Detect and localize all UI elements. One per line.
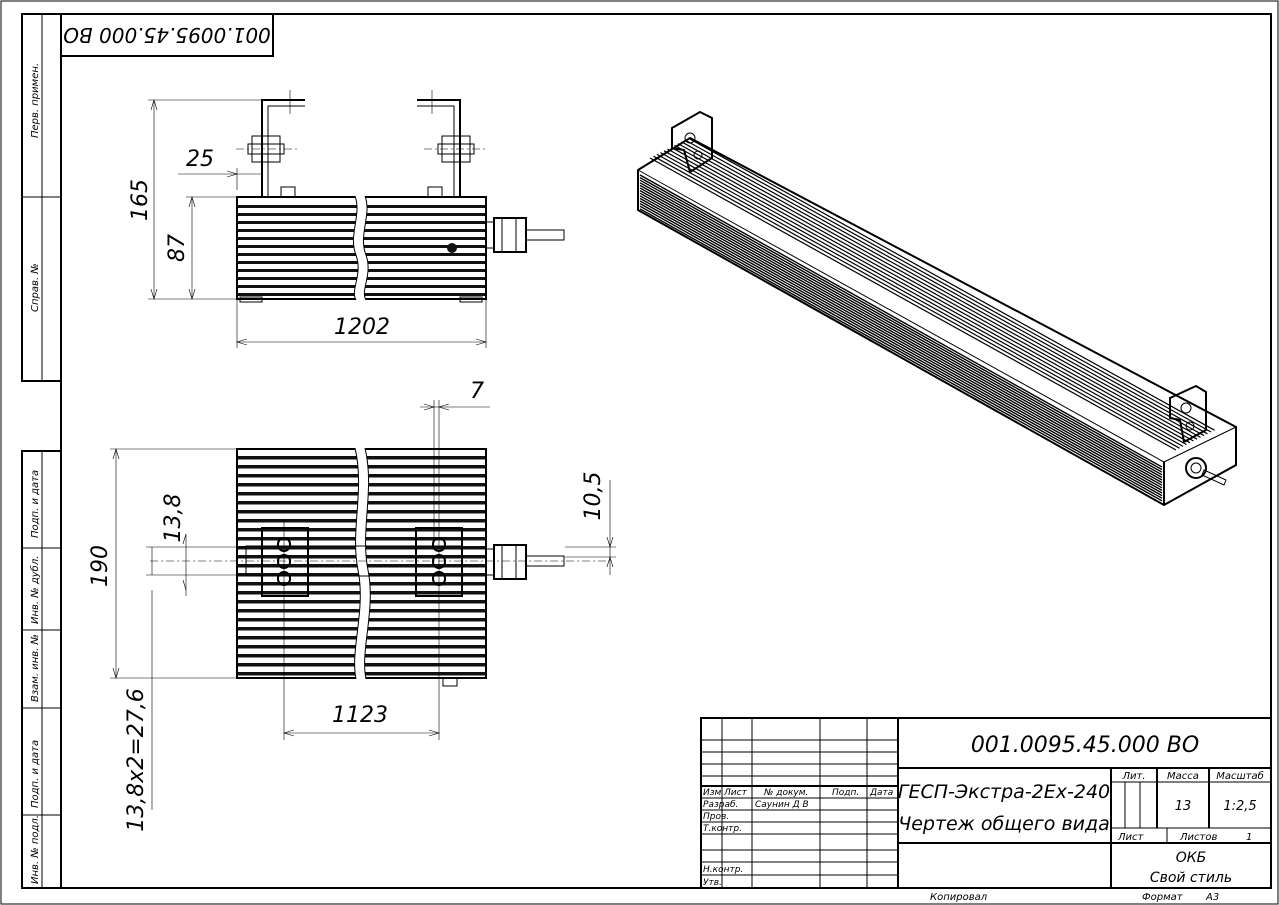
heatsink-fin <box>639 184 1163 479</box>
heatsink-fin <box>639 176 1163 471</box>
tb-hdr-izm: Изм <box>703 788 722 798</box>
tb-hdr-docnum: № докум. <box>763 788 808 798</box>
copied-label: Копировал <box>930 892 988 903</box>
tb-role-prov: Пров. <box>703 812 729 822</box>
side-vzam-inv: Взам. инв. № <box>30 634 41 702</box>
heatsink-fin <box>684 139 1212 433</box>
heatsink-fin <box>639 179 1163 473</box>
heatsink-fin <box>639 208 1163 502</box>
isometric-view <box>637 110 1237 507</box>
tb-scale: 1:2,5 <box>1223 799 1256 814</box>
heatsink-fin <box>660 152 1187 446</box>
tb-product-name: ГЕСП-Экстра-2Ex-240 <box>898 781 1110 803</box>
format-value: А3 <box>1205 892 1219 903</box>
tb-org-line1: ОКБ <box>1176 850 1207 866</box>
dim-13-8x2: 13,8х2=27,6 <box>124 688 149 831</box>
heatsink-fin <box>639 187 1163 481</box>
tb-col-mass: Масса <box>1167 771 1199 782</box>
side-perv-primen: Перв. примен. <box>30 63 41 138</box>
tb-sheets-label: Листов <box>1179 832 1217 843</box>
dim-1202: 1202 <box>334 315 390 340</box>
heatsink-fin <box>639 197 1163 492</box>
heatsink-fin <box>656 153 1184 447</box>
designation-upper-text: 001.0095.45.000 ВО <box>63 23 271 47</box>
side-inv-dubl: Инв. № дубл. <box>29 556 41 624</box>
dim-87: 87 <box>165 234 190 262</box>
heatsink-fin <box>639 200 1163 494</box>
dim-13-8: 13,8 <box>161 494 186 543</box>
heatsink-fin <box>639 182 1163 476</box>
heatsink-fin <box>639 174 1163 468</box>
heatsink-fin <box>674 144 1201 438</box>
front-view: 165 87 25 1202 <box>128 90 565 348</box>
heatsink-fin <box>681 141 1208 435</box>
tb-col-lit: Лит. <box>1121 771 1145 782</box>
heatsink-fin <box>677 143 1205 437</box>
format-label: Формат <box>1142 892 1184 903</box>
top-view: 7 10,5 13,8 190 13,8х2=27,6 1123 <box>88 379 616 832</box>
heatsink-fin <box>670 146 1198 440</box>
tb-role-razrab: Разраб. <box>703 800 738 810</box>
side-columns: Перв. примен. Справ. № Подп. и дата Инв.… <box>21 13 62 889</box>
side-podp-data-1: Подп. и дата <box>30 470 41 538</box>
dim-25: 25 <box>186 147 214 172</box>
tb-role-utv: Утв. <box>703 878 722 888</box>
heatsink-fin <box>653 155 1180 449</box>
tb-hdr-sign: Подп. <box>832 788 859 798</box>
side-podp-data-2: Подп. и дата <box>30 740 41 808</box>
heatsink-fin <box>639 189 1163 484</box>
tb-hdr-list: Лист <box>723 788 748 798</box>
dim-1123: 1123 <box>332 703 388 728</box>
tb-org-line2: Свой стиль <box>1150 870 1232 886</box>
dim-190: 190 <box>88 545 113 587</box>
tb-role-tkontr: Т.контр. <box>703 824 742 834</box>
heatsink-fin <box>639 205 1163 499</box>
title-block: 001.0095.45.000 ВО ГЕСП-Экстра-2Ex-240 Ч… <box>700 717 1272 889</box>
heatsink-fin <box>639 195 1163 489</box>
heatsink-fin <box>663 150 1191 444</box>
dim-7: 7 <box>470 379 484 404</box>
heatsink-fin <box>639 192 1163 486</box>
heatsink-fin <box>667 148 1194 442</box>
designation-box-rotated: 001.0095.45.000 ВО <box>60 13 274 57</box>
dim-165: 165 <box>128 179 153 221</box>
heatsink-fin <box>688 137 1215 431</box>
tb-developer-name: Саунин Д В <box>755 800 809 810</box>
side-sprav-no: Справ. № <box>30 263 41 312</box>
tb-mass: 13 <box>1175 799 1192 814</box>
tb-hdr-date: Дата <box>869 788 893 798</box>
dim-10-5: 10,5 <box>581 472 606 521</box>
heatsink-fin <box>649 157 1177 451</box>
tb-sheet-label: Лист <box>1117 832 1145 843</box>
tb-role-nkontr: Н.контр. <box>703 865 743 875</box>
tb-doc-title: Чертеж общего вида <box>898 813 1110 835</box>
heatsink-fin <box>639 202 1163 497</box>
tb-designation: 001.0095.45.000 ВО <box>971 733 1199 758</box>
tb-sheets-count: 1 <box>1246 832 1252 843</box>
tb-col-scale: Масштаб <box>1216 770 1264 782</box>
side-inv-podl: Инв. № подл. <box>30 815 41 884</box>
